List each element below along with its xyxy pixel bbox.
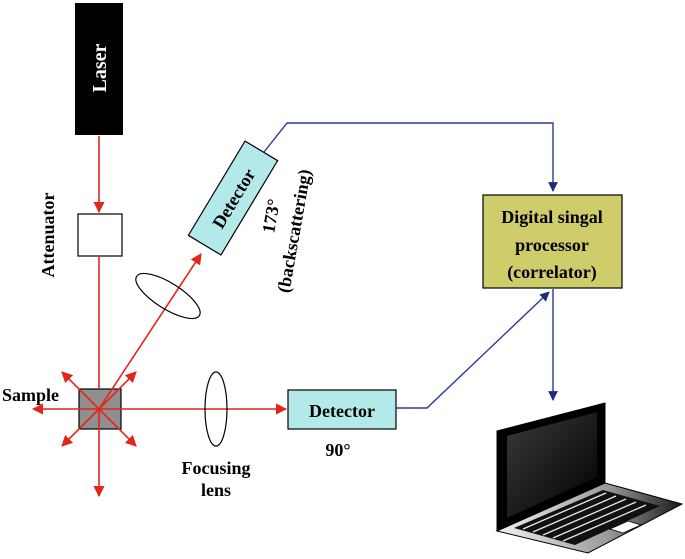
- detector-back-angle: 173°: [258, 197, 284, 234]
- signal-side-detector-to-processor: [396, 291, 550, 409]
- detector-back-note: (backscattering): [273, 168, 315, 295]
- laser-source: Laser: [75, 3, 123, 135]
- signal-lines: [263, 122, 558, 409]
- detector-side-angle: 90°: [325, 440, 350, 460]
- processor-line1: Digital singal: [501, 207, 603, 227]
- scattered-beams: [31, 253, 288, 498]
- processor-box: [482, 194, 623, 289]
- detector-side-box: [287, 389, 397, 430]
- detector-back-box: Detector: [187, 140, 279, 256]
- laptop-icon: [495, 402, 684, 554]
- attenuator-box: [77, 213, 123, 257]
- focusing-label-line1: Focusing: [181, 458, 250, 478]
- focusing-label-line2: lens: [201, 480, 231, 500]
- backscatter-lens: [135, 272, 201, 320]
- processor-line3: (correlator): [507, 262, 597, 283]
- processor-line2: processor: [515, 235, 589, 255]
- focusing-lens: [204, 371, 228, 447]
- sample-label: Sample: [2, 385, 59, 405]
- laser-label: Laser: [89, 43, 111, 92]
- detector-side-label: Detector: [309, 401, 375, 421]
- attenuator-label: Attenuator: [38, 193, 58, 278]
- signal-back-detector-to-processor: [263, 122, 558, 192]
